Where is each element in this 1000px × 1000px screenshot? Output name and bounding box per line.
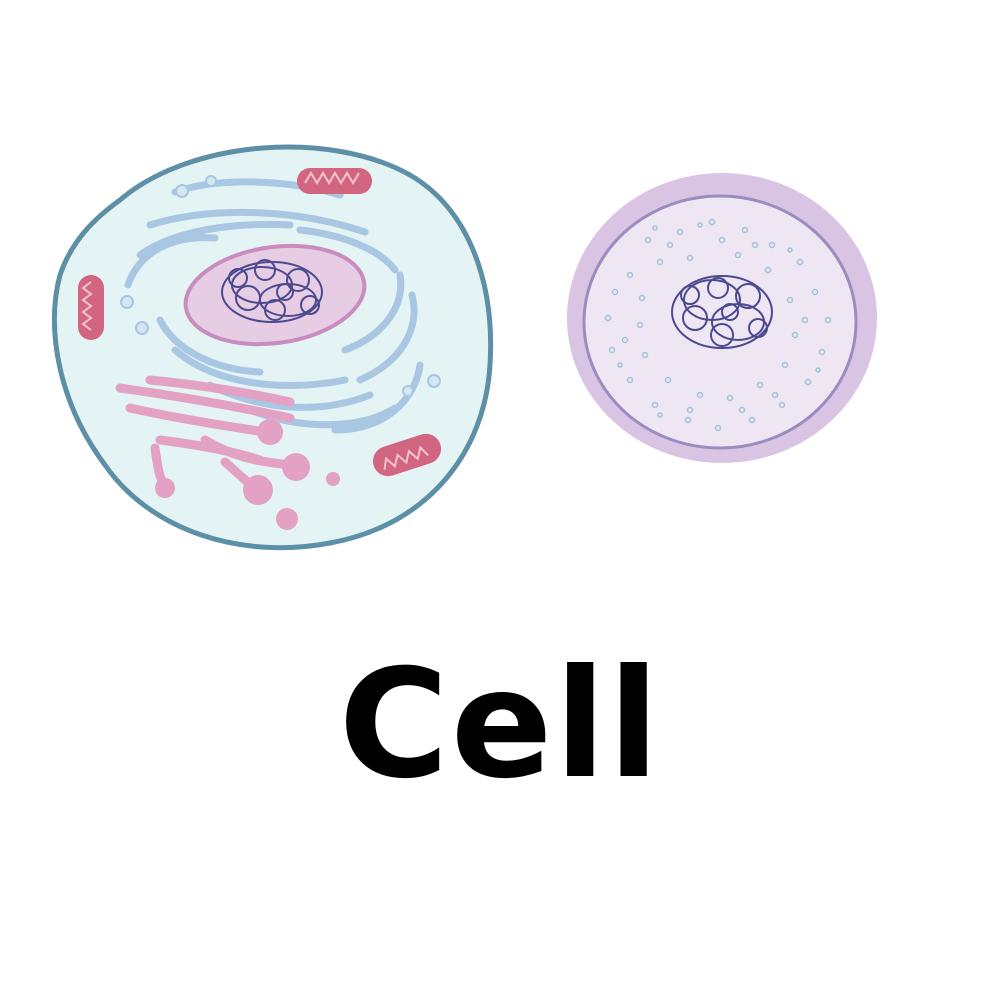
animal-cell-icon <box>51 144 494 551</box>
round-cell-icon <box>567 173 877 463</box>
chromatin <box>221 259 323 323</box>
endoplasmic-reticulum <box>124 178 424 434</box>
mitochondria <box>78 168 442 477</box>
cytoplasm-dots <box>604 218 832 432</box>
cell-wall-inner <box>582 194 858 450</box>
nucleus <box>183 243 367 347</box>
chromatin <box>671 275 773 349</box>
vesicles <box>155 419 340 530</box>
caption-title: Cell <box>338 638 662 812</box>
